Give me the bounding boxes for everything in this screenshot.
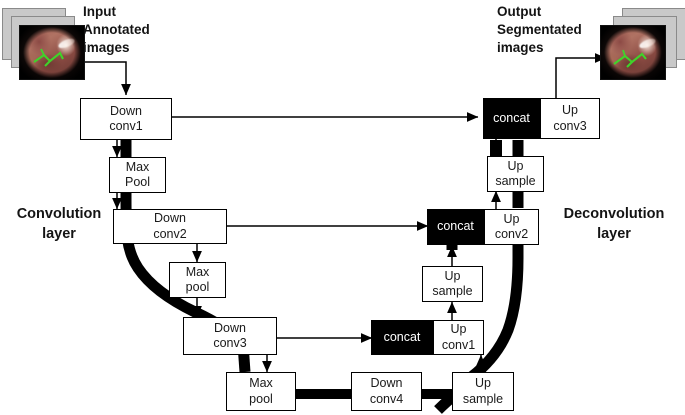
node-up-sample-bottom[interactable]: Up sample	[452, 372, 514, 411]
down-conv4-line2: conv4	[369, 391, 404, 406]
node-concat1[interactable]: concat	[371, 320, 433, 355]
convolution-layer-line2: layer	[42, 225, 76, 242]
max-pool2-line1: Max	[185, 264, 210, 279]
node-up-sample3[interactable]: Up sample	[487, 156, 544, 192]
deconvolution-layer-line2: layer	[597, 225, 631, 242]
node-up-conv2[interactable]: Up conv2	[484, 209, 539, 245]
output-caption: Output Segmentated images	[497, 3, 582, 57]
down-conv1-line1: Down	[110, 103, 142, 118]
down-conv4-line1: Down	[370, 376, 403, 391]
max-pool2-line2: pool	[185, 280, 210, 294]
node-max-pool2[interactable]: Max pool	[169, 262, 226, 298]
up-sample3-line2: sample	[495, 174, 536, 188]
concat1-label: concat	[383, 329, 421, 344]
up-conv2-line1: Up	[503, 211, 520, 226]
output-image-stack	[600, 8, 685, 84]
node-up-sample2[interactable]: Up sample	[422, 266, 483, 302]
down-conv2-line1: Down	[154, 211, 186, 226]
node-max-pool1[interactable]: Max Pool	[109, 157, 166, 193]
input-image-stack	[2, 8, 85, 84]
concat2-label: concat	[437, 219, 474, 234]
up-conv1-line1: Up	[450, 322, 467, 337]
up-sample2-line1: Up	[444, 268, 461, 283]
input-annotation-overlay	[33, 48, 64, 67]
input-photo	[19, 25, 85, 80]
down-conv3-line1: Down	[214, 320, 246, 335]
max-pool1-line2: Pool	[124, 175, 151, 189]
input-caption: Input Annotated images	[83, 3, 150, 57]
up-conv3-line2: conv3	[553, 118, 587, 133]
up-sample-bottom-line1: Up	[475, 376, 491, 391]
node-concat3[interactable]: concat	[483, 98, 540, 139]
node-down-conv4[interactable]: Down conv4	[351, 372, 422, 411]
output-annotation-overlay	[613, 49, 647, 68]
node-up-conv1[interactable]: Up conv1	[433, 320, 484, 355]
input-caption-line2: Annotated	[83, 21, 150, 37]
up-conv3-line1: Up	[562, 103, 578, 118]
up-sample2-line2: sample	[432, 284, 473, 298]
output-caption-line3: images	[497, 39, 544, 55]
output-photo	[600, 25, 666, 80]
node-down-conv2[interactable]: Down conv2	[113, 209, 227, 244]
down-conv2-line2: conv2	[153, 226, 187, 241]
up-sample-bottom-line2: sample	[462, 391, 504, 406]
node-up-conv3[interactable]: Up conv3	[540, 98, 600, 139]
output-caption-line2: Segmentated	[497, 21, 582, 37]
deconvolution-layer-label: Deconvolution layer	[548, 205, 680, 244]
up-conv2-line2: conv2	[494, 227, 529, 241]
convolution-layer-line1: Convolution	[16, 206, 102, 222]
concat3-label: concat	[493, 110, 530, 125]
deconvolution-layer-line1: Deconvolution	[563, 206, 665, 222]
node-max-pool3[interactable]: Max pool	[226, 372, 296, 411]
output-caption-line1: Output	[497, 4, 542, 19]
down-conv1-line2: conv1	[109, 119, 143, 133]
input-caption-line1: Input	[83, 4, 116, 19]
max-pool1-line1: Max	[125, 159, 150, 174]
decoder-spine-band	[466, 236, 524, 383]
max-pool3-line1: Max	[249, 376, 273, 391]
node-down-conv3[interactable]: Down conv3	[183, 317, 277, 355]
node-down-conv1[interactable]: Down conv1	[80, 98, 172, 140]
node-concat2[interactable]: concat	[427, 209, 484, 245]
up-conv1-line2: conv1	[441, 337, 476, 352]
arrow-upconv3-to-output	[555, 53, 607, 99]
up-sample3-line1: Up	[507, 158, 524, 173]
arrow-input-to-downconv1	[75, 61, 131, 96]
input-caption-line3: images	[83, 39, 130, 55]
convolution-layer-label: Convolution layer	[5, 205, 113, 244]
max-pool3-line2: pool	[249, 391, 273, 406]
down-conv3-line2: conv3	[213, 336, 247, 350]
